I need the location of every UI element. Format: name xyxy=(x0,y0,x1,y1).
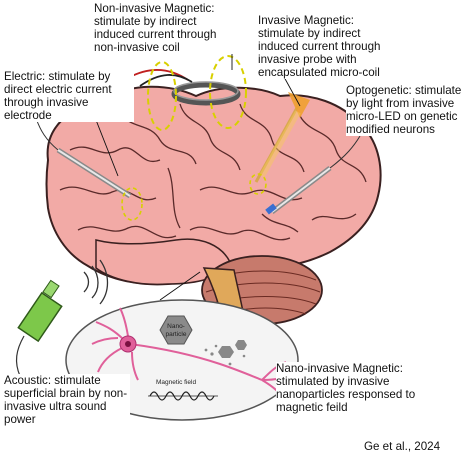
optogenetic-field xyxy=(249,173,267,195)
micro-coil xyxy=(265,203,277,215)
magnetic-field-right xyxy=(209,55,247,129)
label-electric: Electric: stimulate by direct electric c… xyxy=(4,70,134,122)
nanoparticle-label-line1: Nano- xyxy=(167,323,185,330)
ultrasound-transducer xyxy=(17,291,63,343)
label-nano-invasive-magnetic: Nano-invasive Magnetic: stimulated by in… xyxy=(276,362,416,414)
invasive-probe-core xyxy=(271,167,331,213)
coil-cable-black xyxy=(139,74,193,87)
electric-electrode-core xyxy=(57,149,131,197)
nanoparticle-large xyxy=(159,315,193,345)
led-light-beam xyxy=(259,110,301,178)
magnetic-field-label: Magnetic field xyxy=(156,379,196,386)
nanoparticle-small-group xyxy=(204,340,247,366)
ultrasound-waves xyxy=(83,259,109,305)
probe-wire xyxy=(329,135,361,169)
magnetic-field-left xyxy=(147,61,177,131)
transducer-head xyxy=(42,279,60,299)
electric-field xyxy=(121,187,143,221)
label-invasive-magnetic: Invasive Magnetic: stimulate by indirect… xyxy=(258,14,398,79)
coil-cable-red xyxy=(127,69,189,81)
coil-highlight xyxy=(173,81,239,101)
noninvasive-coil xyxy=(171,82,241,106)
nanoparticle-label-line2: particle xyxy=(166,331,187,338)
citation: Ge et al., 2024 xyxy=(364,440,441,453)
transducer-cable xyxy=(15,335,25,377)
label-optogenetic: Optogenetic: stimulate by light from inv… xyxy=(346,84,472,136)
label-noninvasive-magnetic: Non-invasive Magnetic: stimulate by indi… xyxy=(94,2,234,54)
cerebrum xyxy=(45,85,382,286)
label-acoustic: Acoustic: stimulate superficial brain by… xyxy=(4,374,130,426)
neuron-nucleus xyxy=(125,341,131,347)
